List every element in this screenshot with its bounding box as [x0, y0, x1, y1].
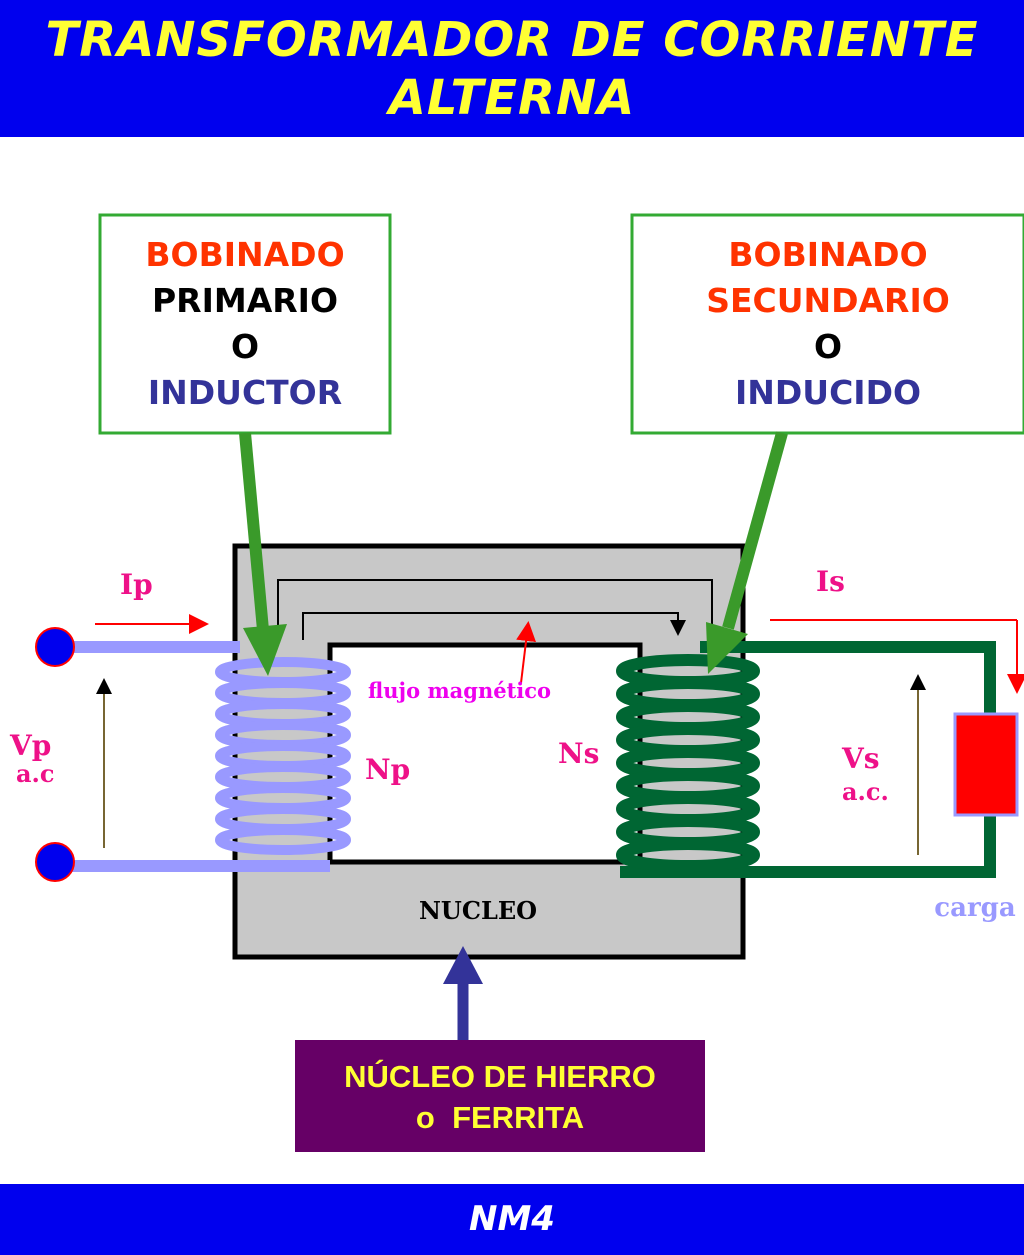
primary-terminal-bottom	[35, 842, 75, 882]
np-label: Np	[365, 753, 410, 786]
footer-banner	[0, 1184, 1024, 1255]
core-box-line-2: o FERRITA	[416, 1100, 584, 1135]
secondary-coil	[616, 654, 760, 872]
title-banner	[0, 0, 1024, 137]
primary-coil	[215, 657, 351, 855]
secondary-box-line-3: O	[814, 327, 842, 366]
secondary-box-line-4: INDUCIDO	[735, 373, 921, 412]
primary-box-line-3: O	[231, 327, 259, 366]
ns-label: Ns	[558, 737, 599, 770]
primary-winding-box	[98, 213, 392, 435]
title-line-1: TRANSFORMADOR DE CORRIENTE	[45, 12, 979, 68]
secondary-circuit	[620, 619, 1024, 878]
primary-terminal-top	[35, 627, 75, 667]
is-label: Is	[816, 565, 845, 598]
ip-label: Ip	[120, 568, 153, 601]
vp-label: Vp	[9, 729, 51, 762]
secondary-box-line-2: SECUNDARIO	[706, 281, 950, 320]
flux-path-outer	[277, 579, 713, 640]
flux-label: flujo magnético	[368, 678, 551, 703]
load-resistor	[953, 712, 1019, 817]
flux-path-inner	[302, 612, 686, 640]
primary-pointer-arrow	[239, 432, 287, 676]
primary-box-line-1: BOBINADO	[145, 235, 344, 274]
load-label: carga	[934, 893, 1016, 923]
secondary-pointer-arrow	[706, 431, 788, 674]
vs-unit-label: a.c.	[842, 777, 889, 806]
vs-label: Vs	[841, 742, 880, 775]
title-line-2: ALTERNA	[388, 70, 636, 126]
footer-text: NM4	[469, 1199, 555, 1239]
vp-unit-label: a.c	[16, 759, 55, 788]
primary-circuit	[35, 614, 330, 882]
core-box-line-1: NÚCLEO DE HIERRO	[344, 1058, 656, 1094]
core-pointer-arrow	[443, 946, 483, 1040]
core-label: NUCLEO	[419, 896, 537, 925]
secondary-winding-box	[630, 213, 1024, 435]
core-material-box	[295, 1040, 705, 1152]
flux-arrow	[516, 621, 537, 684]
primary-box-line-2: PRIMARIO	[152, 281, 338, 320]
secondary-box-line-1: BOBINADO	[728, 235, 927, 274]
primary-box-line-4: INDUCTOR	[148, 373, 342, 412]
